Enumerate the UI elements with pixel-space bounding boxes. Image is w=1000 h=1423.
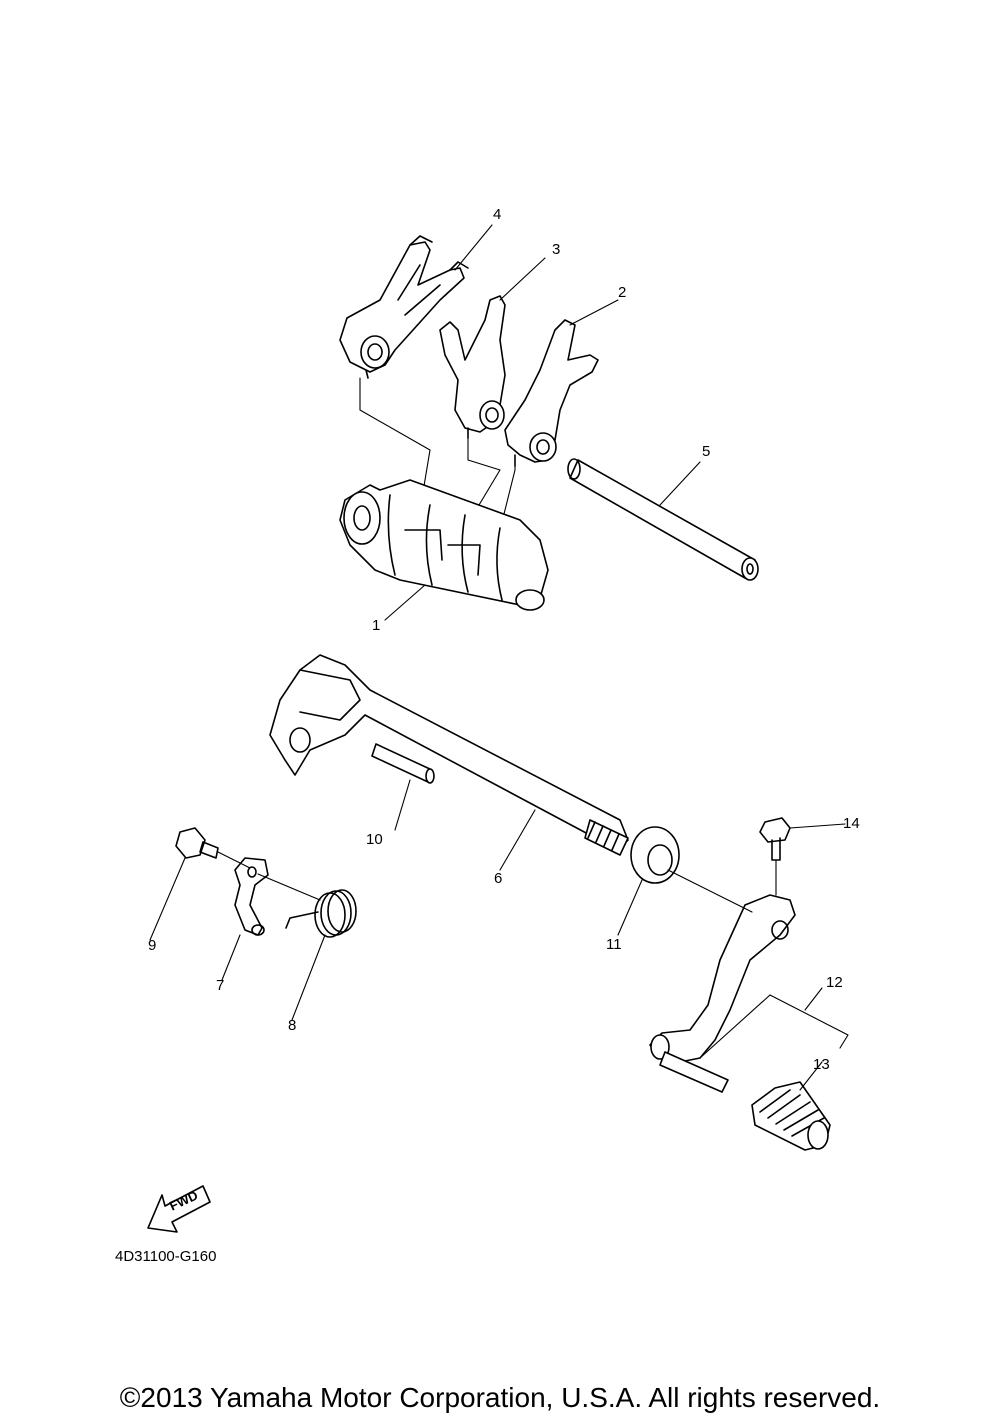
shift-fork-4 bbox=[339, 235, 469, 379]
callout-2: 2 bbox=[618, 284, 627, 301]
callout-1: 1 bbox=[372, 617, 381, 634]
callout-6: 6 bbox=[494, 870, 503, 887]
callout-12: 12 bbox=[826, 974, 843, 991]
callout-11: 11 bbox=[606, 936, 622, 953]
shift-pedal bbox=[649, 894, 796, 1093]
assembly-lines-lever bbox=[217, 851, 321, 901]
callout-9: 9 bbox=[148, 937, 157, 954]
callout-8: 8 bbox=[288, 1017, 297, 1034]
callout-4: 4 bbox=[493, 206, 502, 223]
callout-10: 10 bbox=[366, 831, 383, 848]
callout-14: 14 bbox=[843, 815, 860, 832]
guide-bar bbox=[567, 458, 759, 581]
diagram-code: 4D31100-G160 bbox=[115, 1248, 217, 1265]
fork-guide-lines bbox=[359, 377, 516, 531]
callout-5: 5 bbox=[702, 443, 711, 460]
copyright-notice: ©2013 Yamaha Motor Corporation, U.S.A. A… bbox=[119, 1382, 881, 1413]
bolt-14 bbox=[759, 817, 791, 896]
assembly-lines-pedal bbox=[667, 869, 849, 1059]
bolt-9 bbox=[175, 827, 219, 859]
shift-shaft bbox=[269, 654, 629, 856]
callout-13: 13 bbox=[813, 1056, 830, 1073]
callout-7: 7 bbox=[216, 977, 225, 994]
leader-lines bbox=[149, 224, 846, 1091]
shift-fork-2 bbox=[504, 319, 599, 467]
oil-seal bbox=[630, 826, 680, 884]
shift-drum bbox=[339, 479, 549, 611]
forward-arrow-icon bbox=[147, 1185, 211, 1233]
pedal-rubber bbox=[751, 1081, 831, 1151]
callout-3: 3 bbox=[552, 241, 561, 258]
stopper-lever bbox=[234, 857, 269, 936]
shift-fork-3 bbox=[439, 295, 506, 439]
dowel-pin bbox=[371, 743, 435, 784]
torsion-spring bbox=[285, 889, 357, 938]
